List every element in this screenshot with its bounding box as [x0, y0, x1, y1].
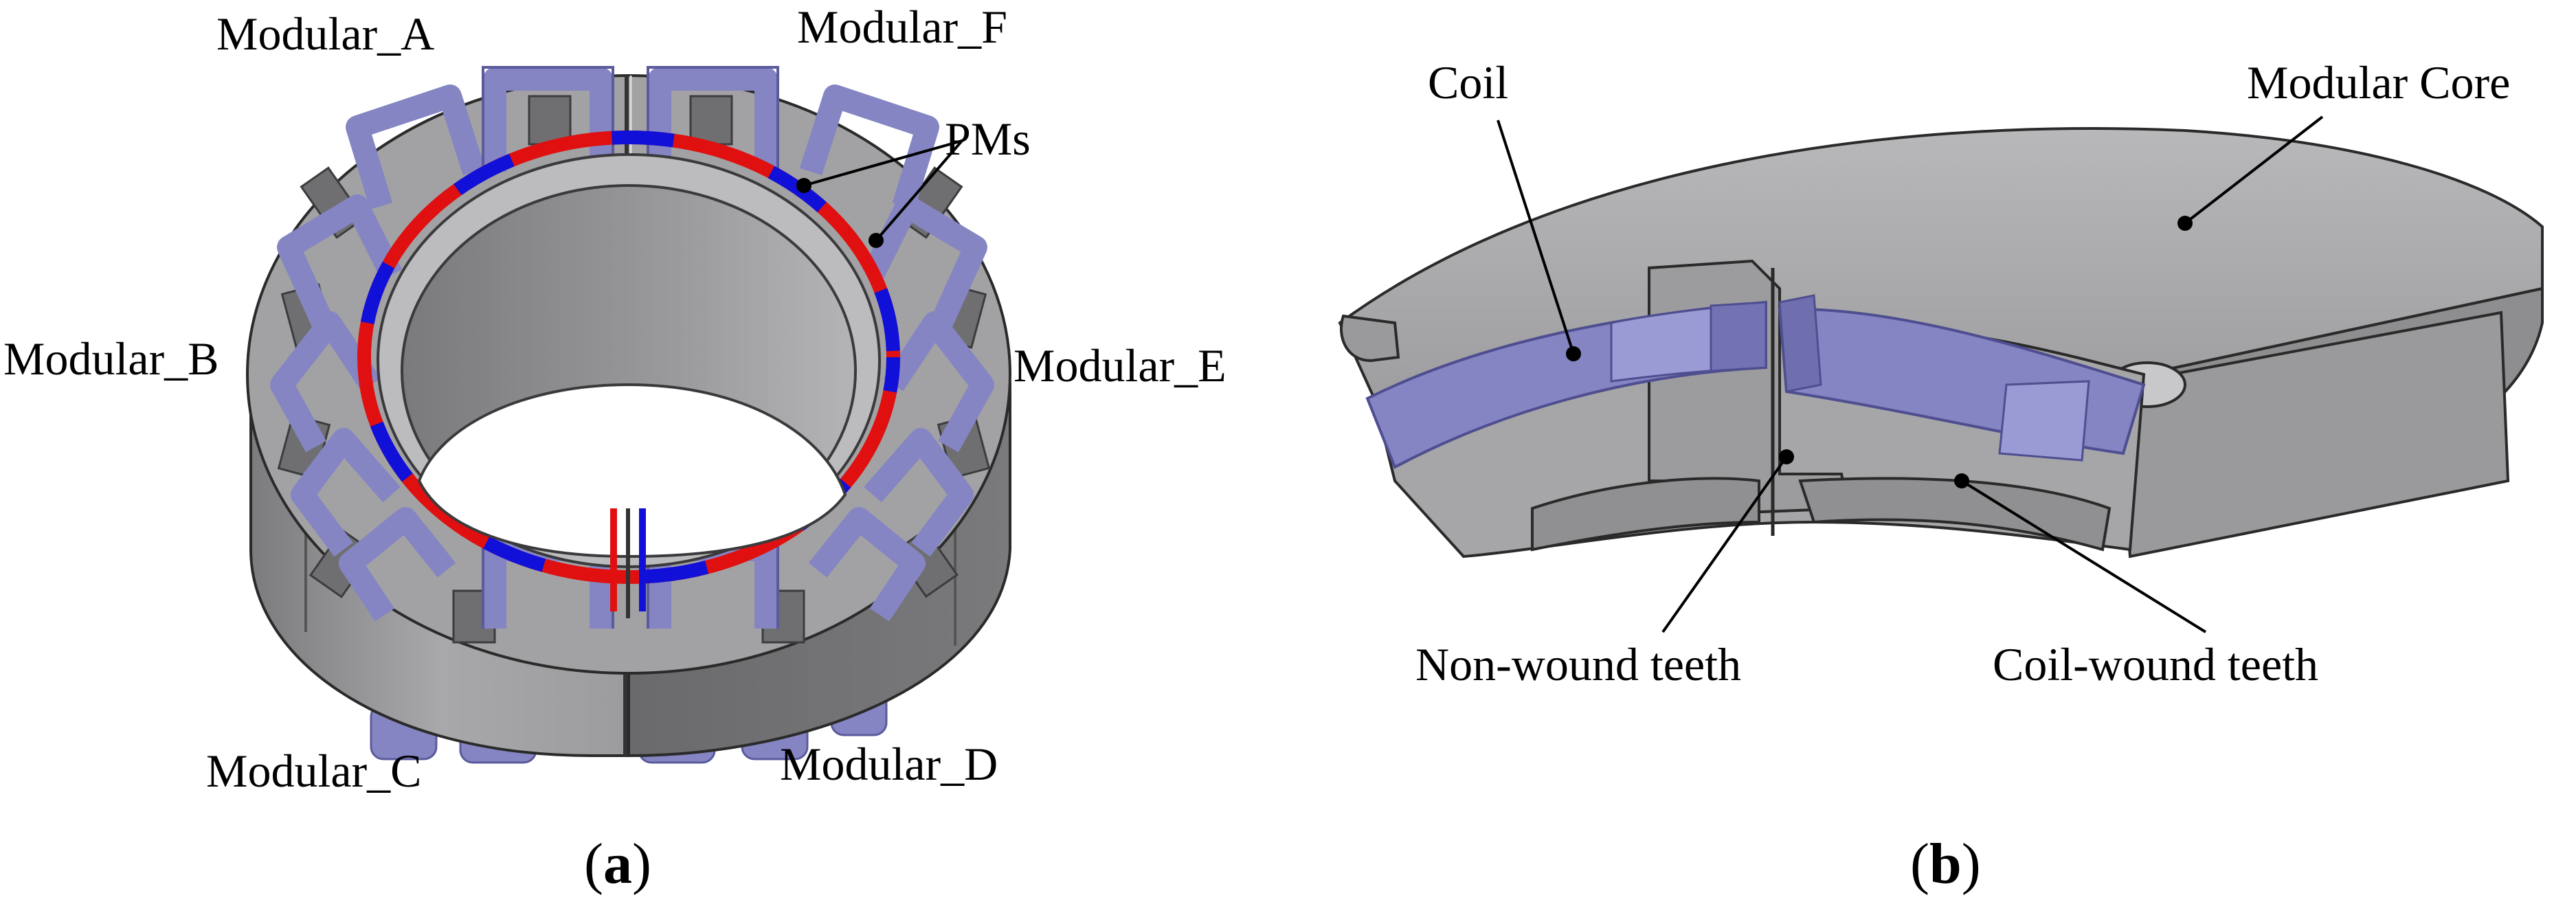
- label-modular-e: Modular_E: [1013, 339, 1227, 392]
- label-non-wound-teeth: Non-wound teeth: [1415, 638, 1741, 690]
- caption-b: (b): [1910, 832, 1981, 896]
- label-modular-a: Modular_A: [216, 8, 434, 60]
- panel-b-module-detail: Coil Modular Core Non-wound teeth Coil-w…: [1338, 56, 2544, 896]
- label-modular-d: Modular_D: [780, 738, 998, 790]
- label-coil-wound-teeth: Coil-wound teeth: [1993, 638, 2318, 690]
- label-modular-c: Modular_C: [206, 745, 422, 797]
- panel-b-leaders: [1497, 115, 2324, 633]
- panel-a-stator-assembly: Modular_A Modular_F PMs Modular_B Modula…: [3, 1, 1227, 896]
- label-modular-f: Modular_F: [797, 1, 1007, 53]
- label-pms: PMs: [945, 113, 1031, 165]
- label-modular-b: Modular_B: [3, 332, 219, 385]
- label-coil: Coil: [1428, 56, 1508, 109]
- caption-a: (a): [584, 832, 651, 896]
- label-modular-core: Modular Core: [2247, 56, 2510, 109]
- pms-leaders: [796, 139, 963, 248]
